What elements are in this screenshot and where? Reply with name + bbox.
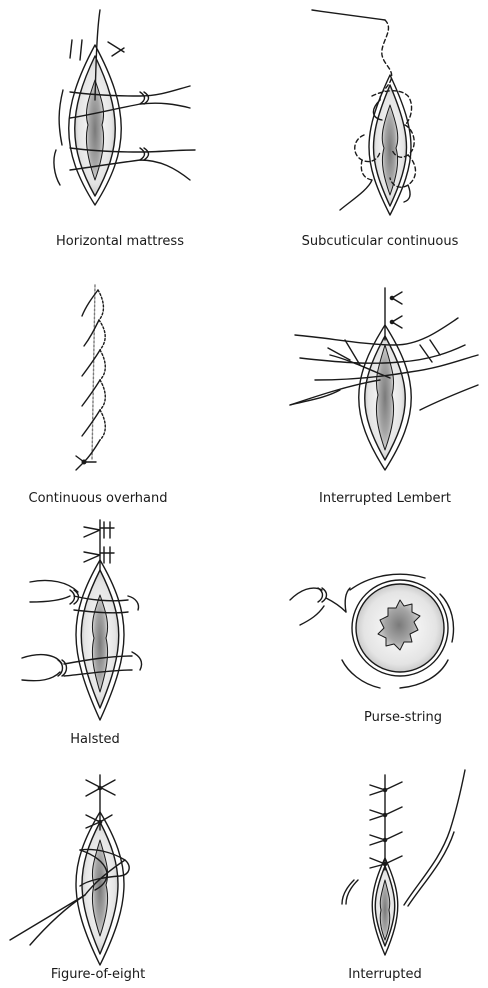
subcuticular-continuous-illustration xyxy=(312,10,416,215)
purse-string-illustration xyxy=(290,574,454,688)
figure-of-eight-illustration xyxy=(10,775,129,965)
caption-horizontal-mattress: Horizontal mattress xyxy=(56,234,184,249)
caption-subcuticular-continuous: Subcuticular continuous xyxy=(302,234,459,249)
interrupted-illustration xyxy=(342,770,465,955)
caption-interrupted: Interrupted xyxy=(348,967,421,982)
caption-halsted: Halsted xyxy=(70,732,119,747)
interrupted-lembert-illustration xyxy=(290,288,478,470)
caption-interrupted-lembert: Interrupted Lembert xyxy=(319,491,451,506)
continuous-overhand-illustration xyxy=(76,285,105,470)
caption-continuous-overhand: Continuous overhand xyxy=(28,491,167,506)
horizontal-mattress-illustration xyxy=(54,10,195,205)
halsted-illustration xyxy=(22,520,142,720)
caption-figure-of-eight: Figure-of-eight xyxy=(51,967,145,982)
caption-purse-string: Purse-string xyxy=(364,710,442,725)
